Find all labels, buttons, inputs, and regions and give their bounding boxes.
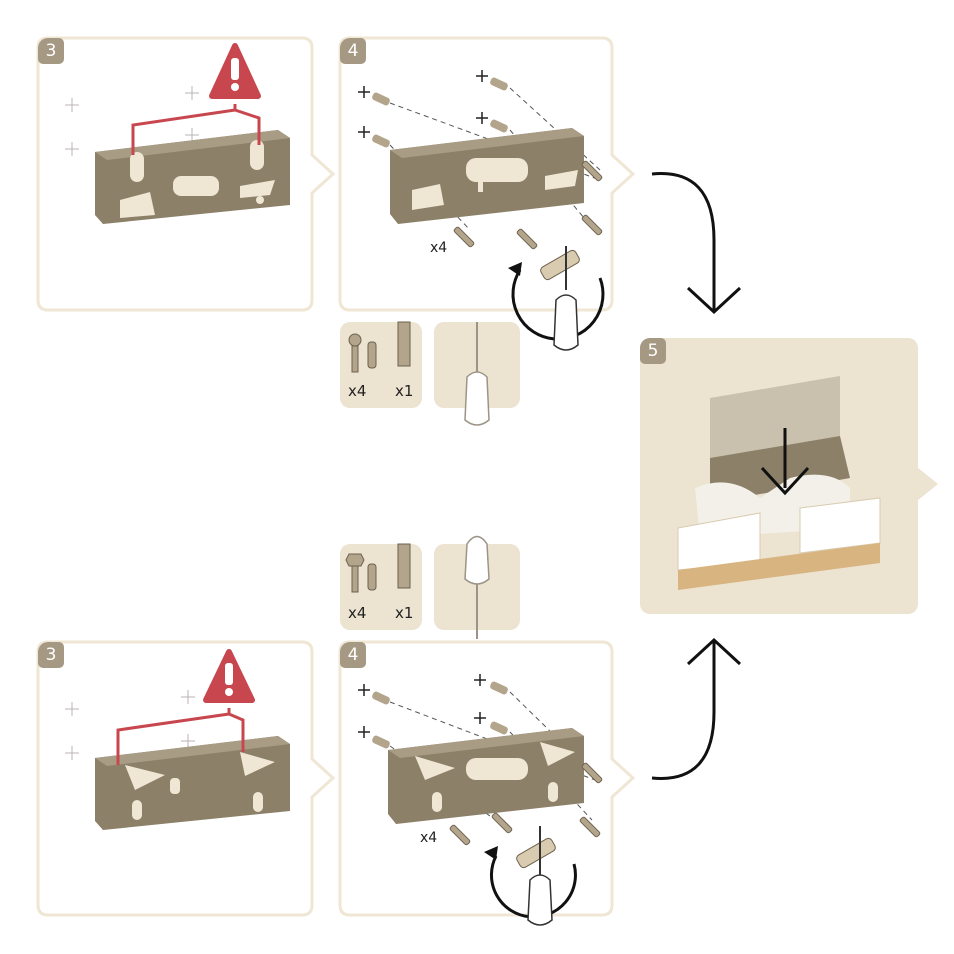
step-badge-4-bottom: 4 xyxy=(340,642,366,668)
wall-bracket-bottom-mount xyxy=(388,728,584,824)
screw-quantity-label-bottom: x4 xyxy=(420,830,437,846)
screwdriver-rotate-icon-bottom xyxy=(484,826,575,925)
